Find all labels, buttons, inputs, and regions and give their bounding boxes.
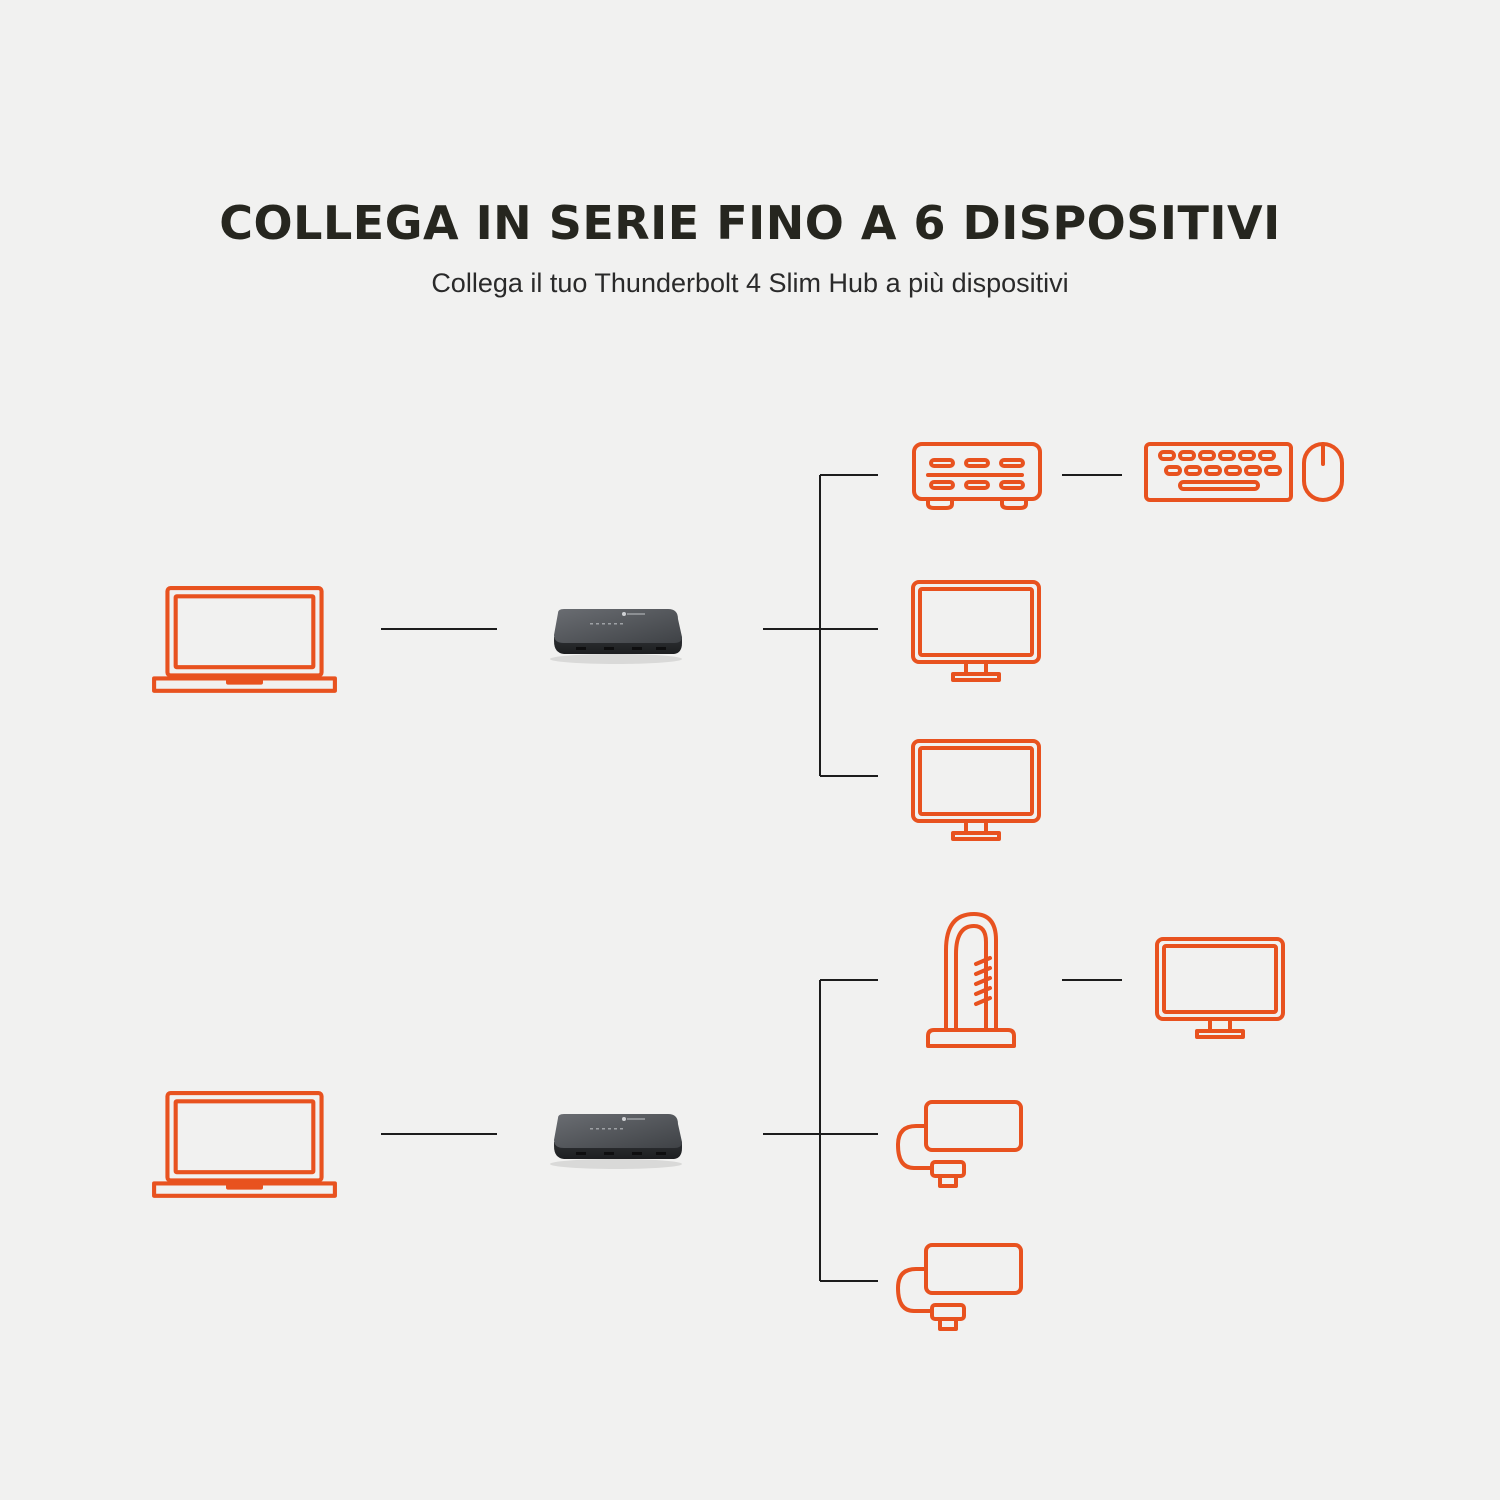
monitor-icon [911, 739, 1041, 841]
branch-connector [763, 979, 878, 1282]
vertical-dock-icon [926, 912, 1016, 1048]
keyboard-mouse-icon [1144, 442, 1344, 502]
monitor-icon [911, 580, 1041, 682]
chain-1 [154, 442, 1344, 841]
external-drive-icon [896, 1243, 1023, 1331]
thunderbolt-hub [550, 609, 682, 664]
branch-connector [763, 474, 878, 777]
dock-icon [912, 442, 1042, 510]
page-title: COLLEGA IN SERIE FINO A 6 DISPOSITIVI [219, 196, 1281, 250]
thunderbolt-hub [550, 1114, 682, 1169]
chain-2 [154, 912, 1285, 1331]
page-subtitle: Collega il tuo Thunderbolt 4 Slim Hub a … [431, 268, 1069, 298]
laptop-icon [154, 1093, 335, 1196]
external-drive-icon [896, 1100, 1023, 1188]
monitor-icon [1155, 937, 1285, 1039]
laptop-icon [154, 588, 335, 691]
